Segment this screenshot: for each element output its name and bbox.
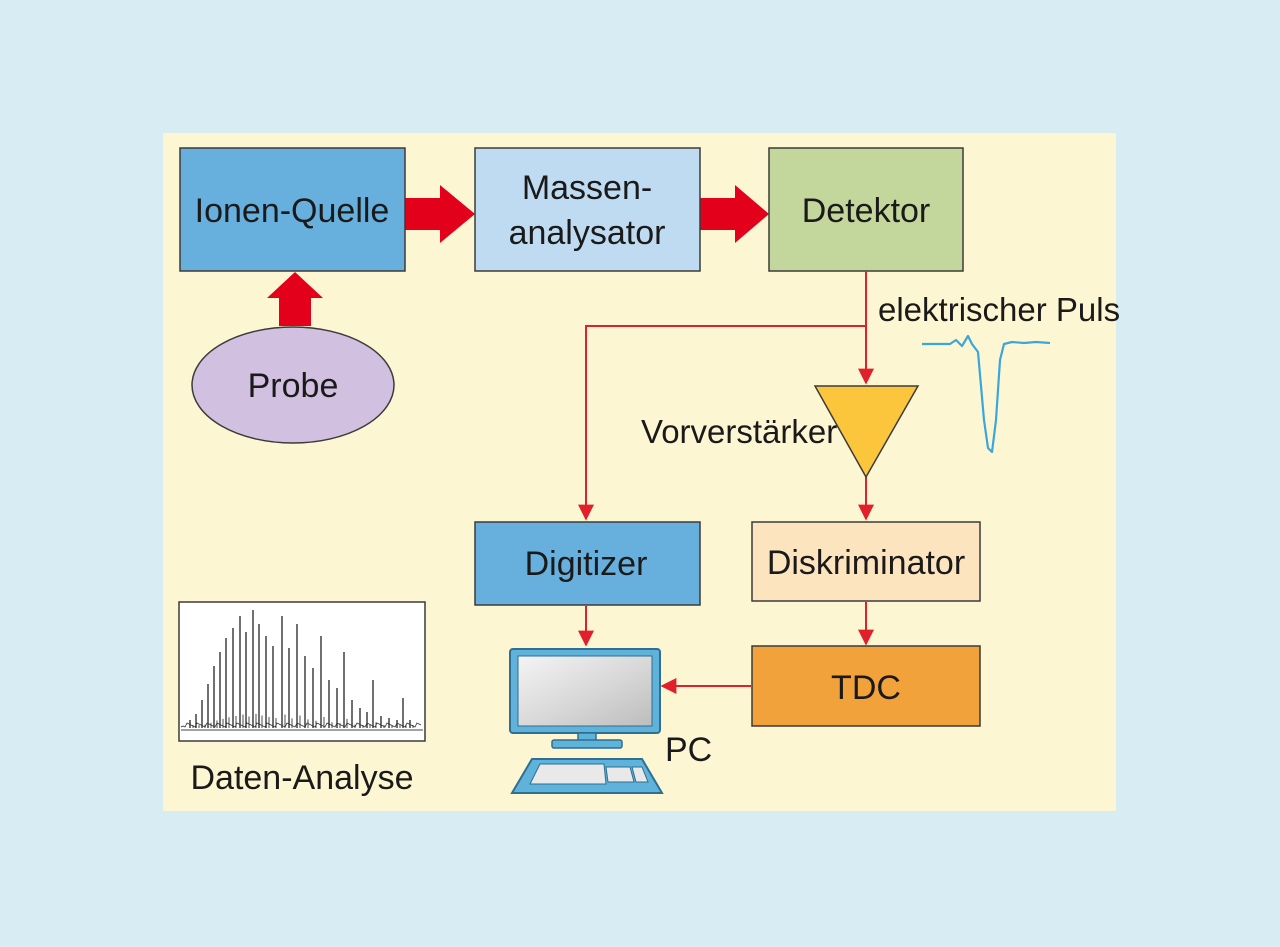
detector-label: Detektor <box>802 192 931 230</box>
tdc-label: TDC <box>831 669 901 707</box>
sample-label: Probe <box>248 367 339 405</box>
discriminator-box: Diskriminator <box>751 521 981 602</box>
mass-analyzer-label-line1: Massen- <box>522 169 652 207</box>
discriminator-label: Diskriminator <box>767 544 965 582</box>
digitizer-box: Digitizer <box>474 521 701 606</box>
sample-ellipse: Probe <box>191 326 395 444</box>
mass-analyzer-label-line2: analysator <box>509 214 666 252</box>
tdc-box: TDC <box>751 645 981 727</box>
pulse-label: elektrischer Puls <box>878 291 1120 328</box>
preamp-label: Vorverstärker <box>641 413 837 450</box>
flow-arrow-analyzer-to-detector <box>700 185 769 243</box>
digitizer-label: Digitizer <box>525 545 648 583</box>
ion-source-label: Ionen-Quelle <box>195 192 390 230</box>
pc-label: PC <box>665 731 712 769</box>
flow-arrow-source-to-analyzer <box>405 185 475 243</box>
flow-arrow-sample-to-source <box>267 272 323 326</box>
signal-lines <box>578 271 874 694</box>
mass-analyzer-box: Massen- analysator <box>474 147 701 272</box>
pulse-waveform <box>922 334 1051 454</box>
computer-icon <box>509 648 664 794</box>
line-detector-to-digitizer <box>578 325 866 521</box>
amplifier-triangle <box>813 385 920 479</box>
detector-box: Detektor <box>768 147 964 272</box>
data-analysis-label: Daten-Analyse <box>190 759 413 797</box>
mass-spectrum-thumbnail <box>178 601 426 742</box>
ion-source-box: Ionen-Quelle <box>179 147 406 272</box>
